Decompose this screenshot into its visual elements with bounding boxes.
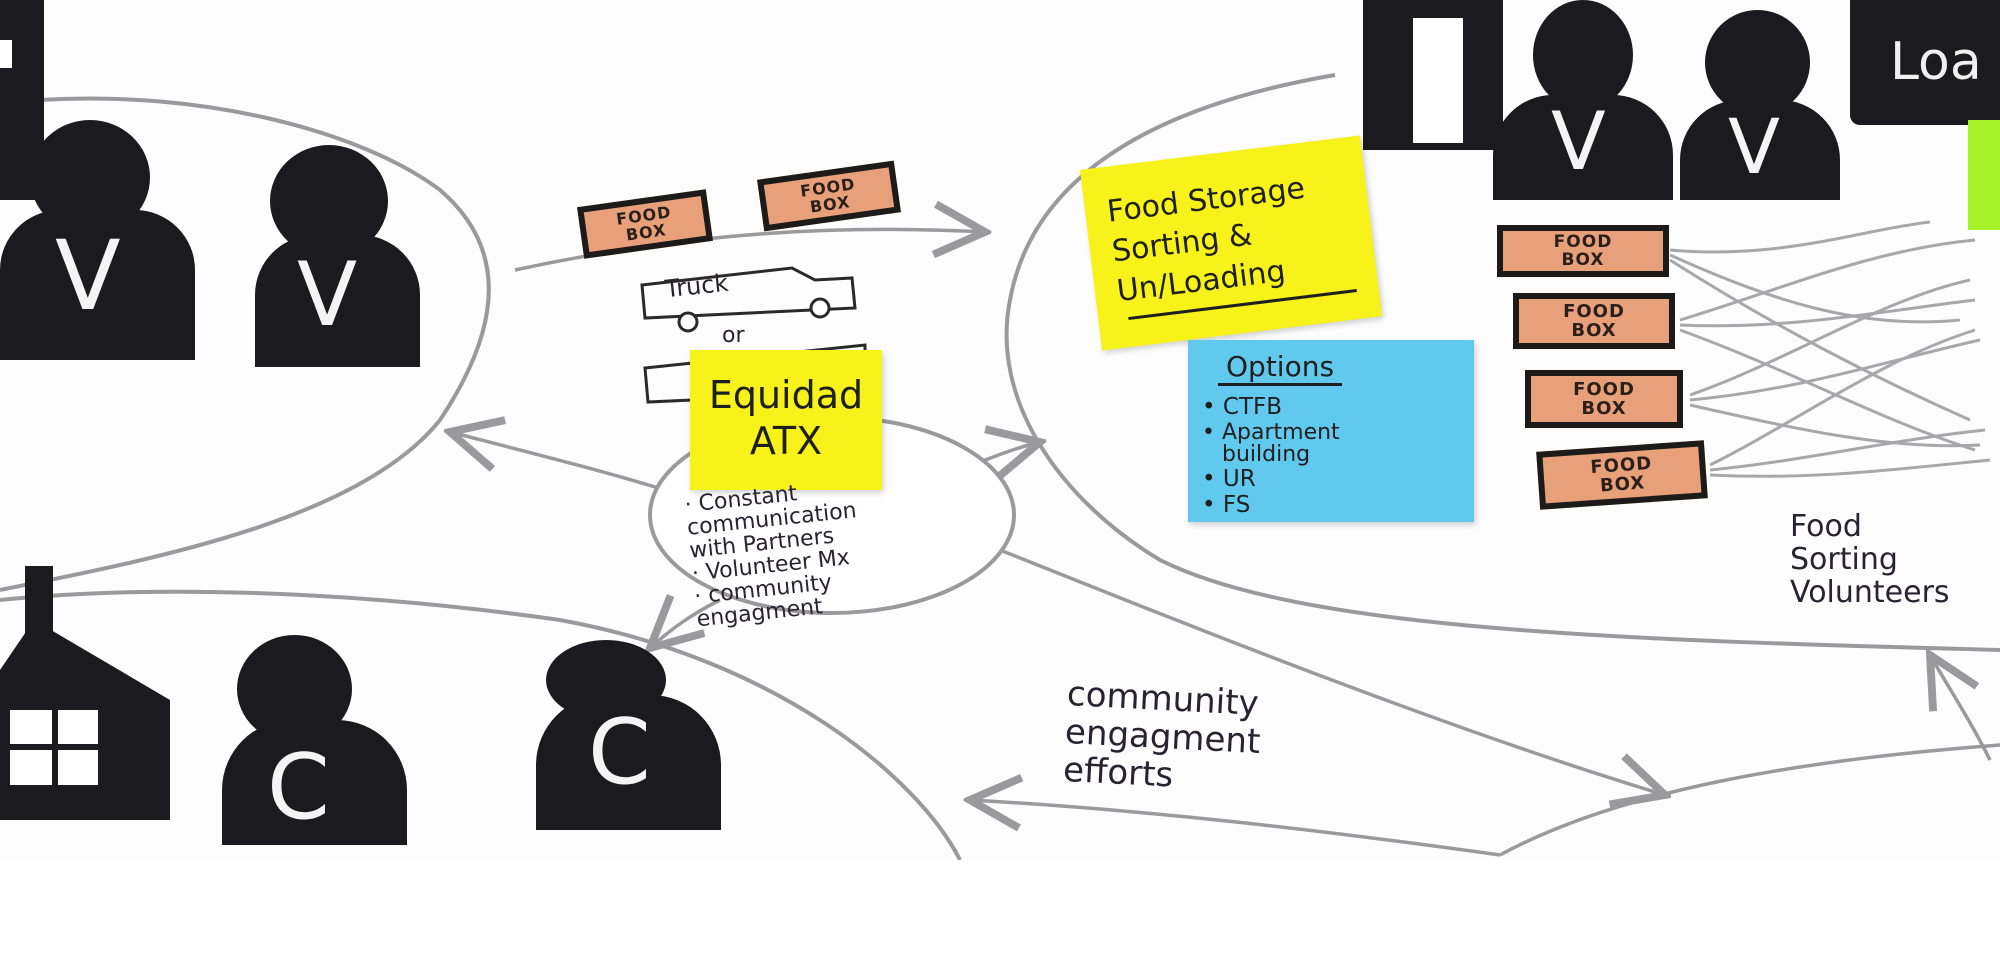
food-box: FOOD BOX [1513, 293, 1675, 349]
volunteer-figure: V [1680, 10, 1840, 200]
food-storage-text: Food Storage Sorting & Un/Loading [1105, 169, 1317, 312]
whiteboard-scene: V V C C V V Loa FOOD BOX FOOD BOX [0, 0, 2000, 860]
distribution-lines [1670, 222, 1990, 476]
community-letter: C [588, 700, 651, 805]
community-engagement-label: community engagment efforts [1062, 675, 1263, 799]
volunteer-figure: V [255, 145, 420, 367]
top-right-sign: Loa [1850, 0, 2000, 125]
options-title: Options [1218, 350, 1342, 386]
option-item: • UR [1202, 466, 1256, 492]
circle-to-left-arrow [450, 432, 665, 490]
volunteer-figure: V [0, 120, 195, 360]
option-item: • CTFB [1202, 394, 1282, 420]
volunteer-letter: V [1728, 102, 1780, 191]
top-right-sign-text: Loa [1890, 32, 1982, 92]
food-storage-note: Food Storage Sorting & Un/Loading [1080, 135, 1382, 350]
volunteer-letter: V [55, 220, 121, 332]
community-figure: C [222, 635, 407, 845]
green-note [1968, 120, 2000, 230]
food-box: FOOD BOX [1536, 440, 1708, 510]
volunteer-letter: V [1551, 95, 1606, 188]
volunteer-letter: V [297, 243, 357, 346]
or-label: or [722, 323, 745, 348]
option-item: • FS [1202, 492, 1250, 518]
engagement-arrow [970, 800, 1500, 855]
community-letter: C [267, 735, 330, 840]
building-top-right [1363, 0, 1503, 150]
food-box: FOOD BOX [1525, 370, 1683, 428]
food-box: FOOD BOX [1497, 225, 1669, 277]
right-up-arrow [1930, 655, 1990, 760]
volunteer-figure: V [1493, 0, 1673, 200]
equidad-atx-note: Equidad ATX [690, 350, 882, 490]
engagement-return-line [1500, 745, 2000, 855]
options-note: Options • CTFB • Apartment building • UR… [1188, 340, 1474, 522]
option-item: • Apartment building [1202, 422, 1340, 466]
equidad-atx-text: Equidad ATX [690, 372, 882, 464]
food-sorting-label: Food Sorting Volunteers [1790, 510, 2000, 609]
community-figure: C [536, 640, 721, 830]
page-bottom-margin [0, 860, 2000, 973]
house-chimney [25, 566, 53, 636]
